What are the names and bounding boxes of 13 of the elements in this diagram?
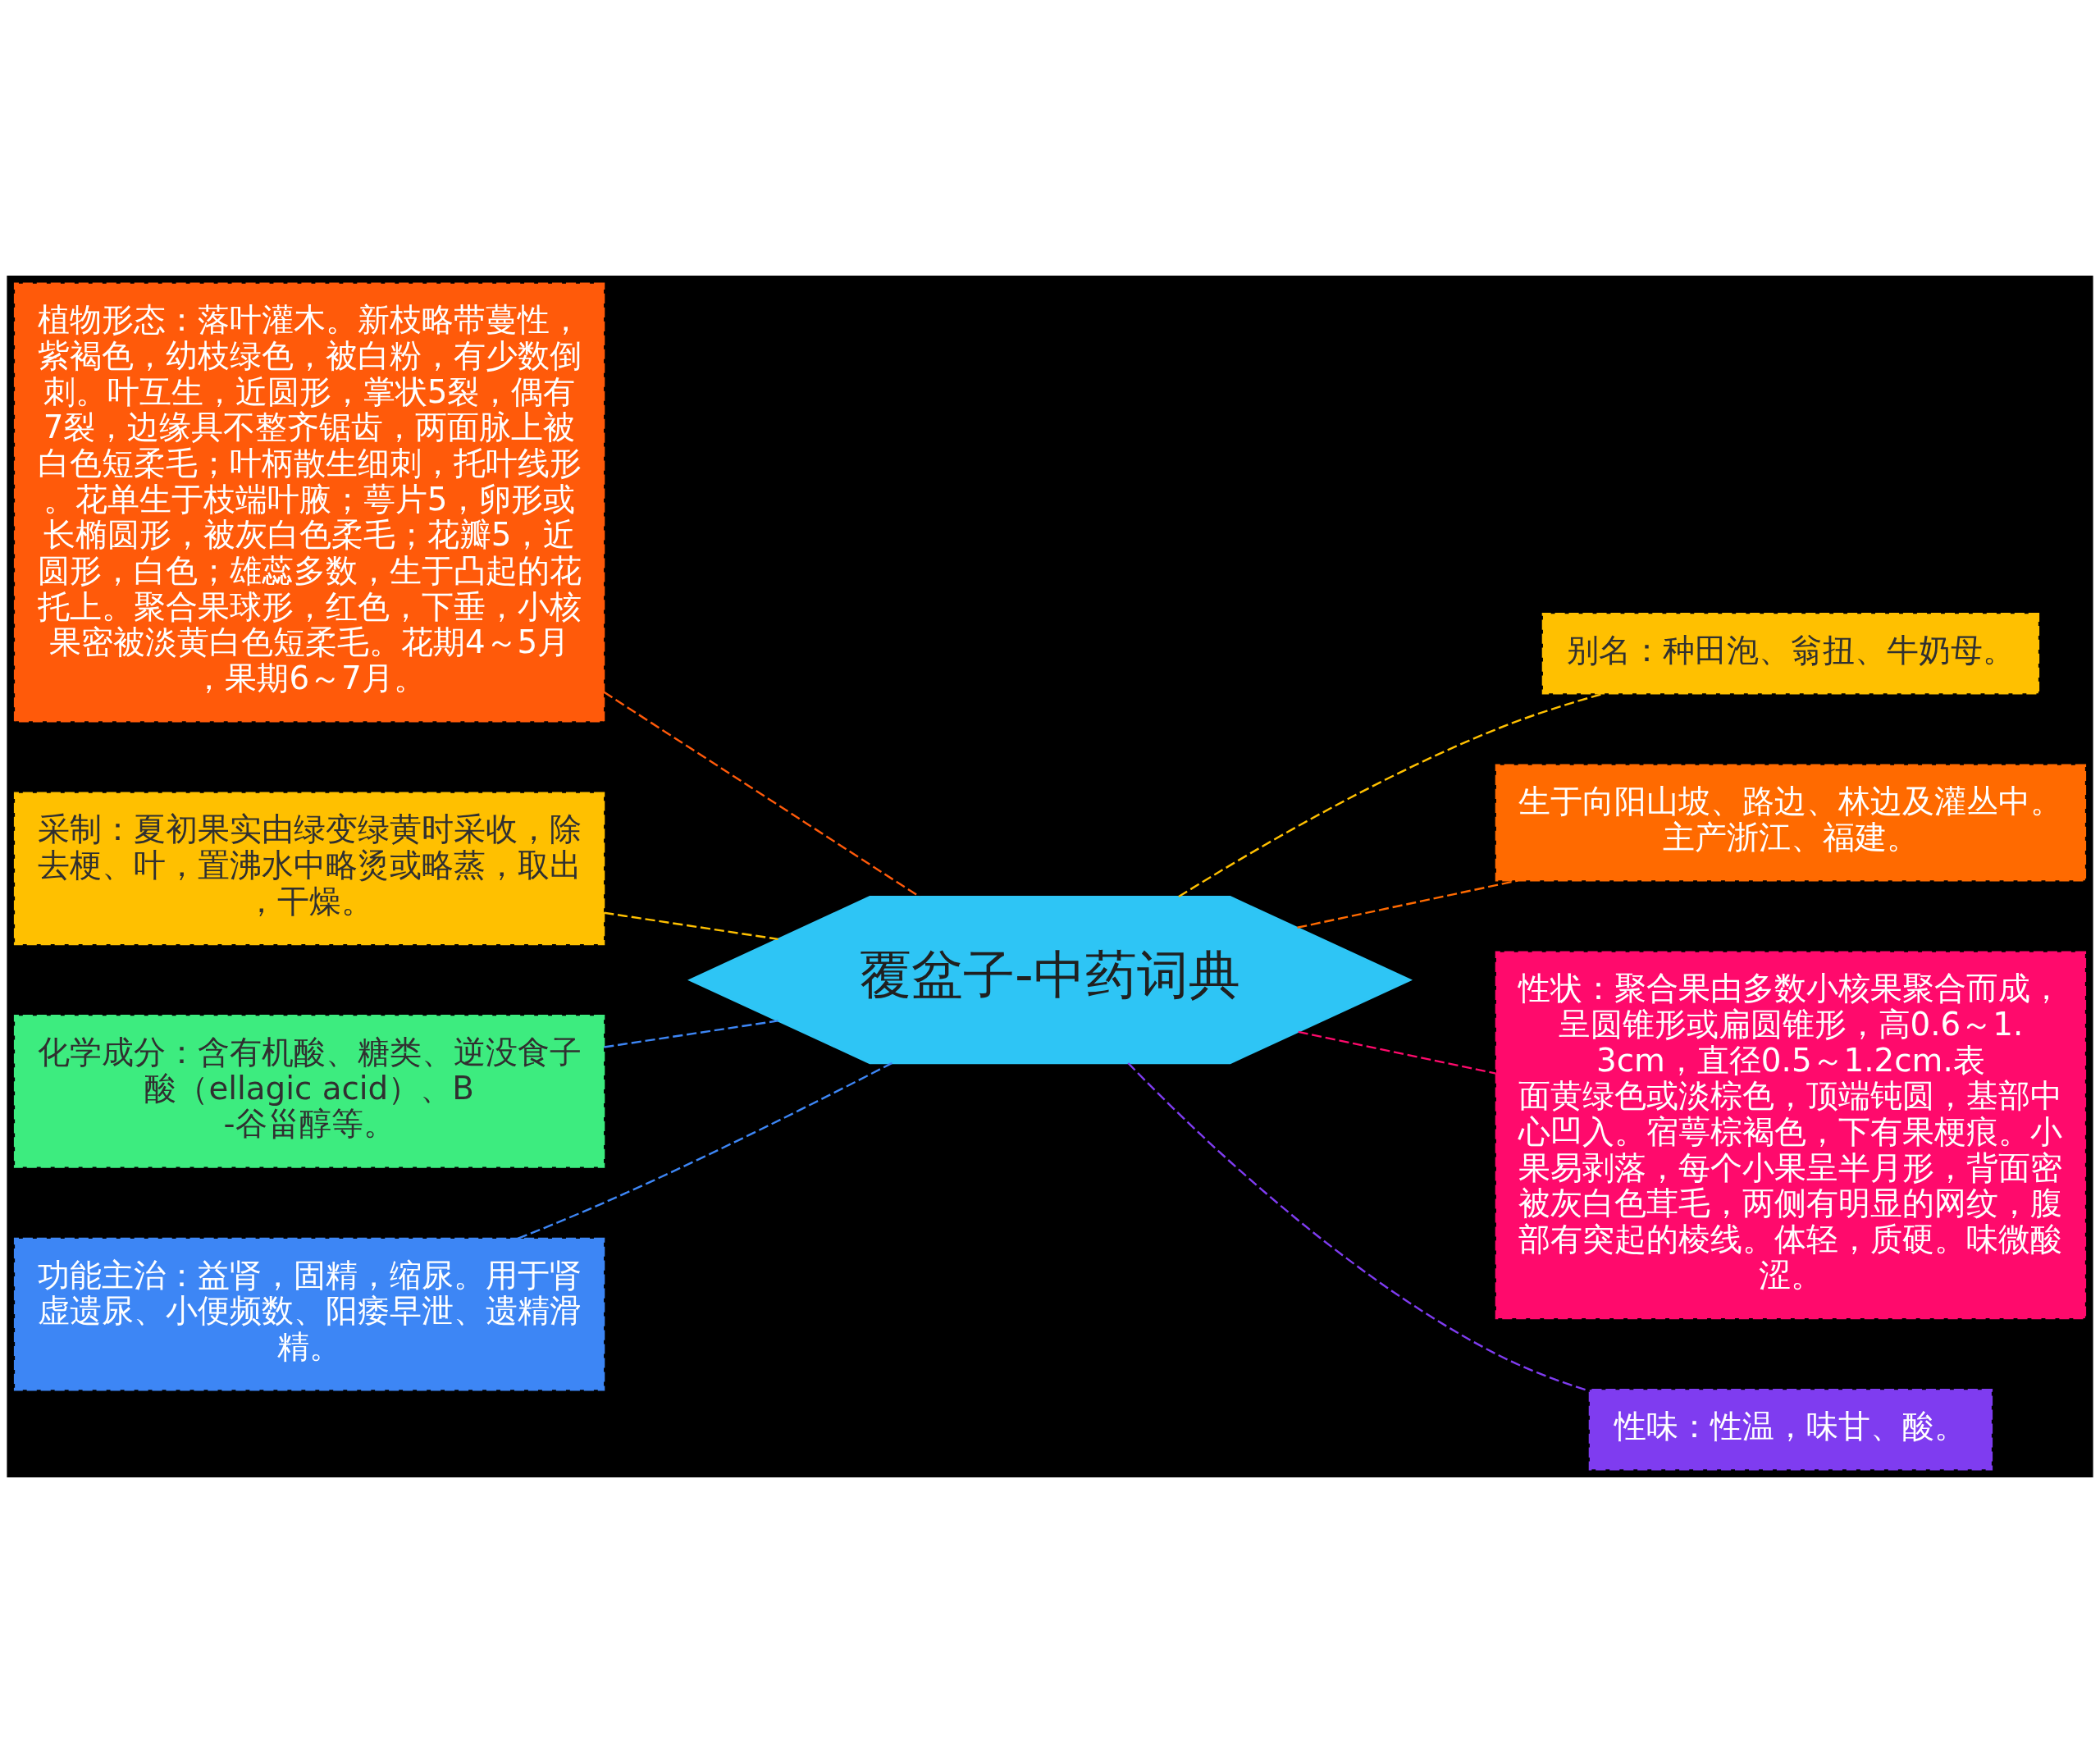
connector	[1298, 1030, 1496, 1075]
node-box: 植物形态：落叶灌木。新枝略带蔓性，紫褐色，幼枝绿色，被白粉，有少数倒刺。叶互生，近圆形，掌状5裂，偶有7裂，边缘具不整齐锯齿，两面脉上被白色短柔毛；叶柄散生细刺，托叶线形。花单生于枝端叶腋；萼片5，卵形或长椭圆形，被灰白色柔毛；花瓣5，近圆形，白色；雄蕊多数，生于凸起的花托上。聚合果球形，红色，下垂，小核果密被淡黄白色短柔毛。花期4～5月，果期6～7月。	[13, 282, 605, 723]
node-box: 性味：性温，味甘、酸。	[1588, 1389, 1993, 1471]
node-box: 采制：夏初果实由绿变绿黄时采收，除去梗、叶，置沸水中略烫或略蒸，取出，干燥。	[13, 792, 605, 946]
node-box: 化学成分：含有机酸、糖类、逆没食子酸（ellagic acid）、B-谷甾醇等。	[13, 1015, 605, 1168]
node-box: 生于向阳山坡、路边、林边及灌丛中。主产浙江、福建。	[1495, 764, 2087, 882]
connector	[1297, 879, 1518, 929]
connector	[604, 911, 778, 941]
node-box: 别名：种田泡、翁扭、牛奶母。	[1541, 613, 2040, 695]
connector	[604, 1020, 778, 1048]
node-box: 性状：聚合果由多数小核果聚合而成，呈圆锥形或扁圆锥形，高0.6～1.3cm，直径0.5～1.2cm.表面黄绿色或淡棕色，顶端钝圆，基部中心凹入。宿萼棕褐色，下有果梗痕。小果易剥落，每个小果呈半月形，背面密被灰白色茸毛，两侧有明显的网纹，腹部有突起的棱线。体轻，质硬。味微酸涩。	[1495, 951, 2087, 1320]
connector	[517, 1061, 892, 1240]
node-box: 功能主治：益肾，固精，缩尿。用于肾虚遗尿、小便频数、阳痿早泄、遗精滑精。	[13, 1237, 605, 1391]
